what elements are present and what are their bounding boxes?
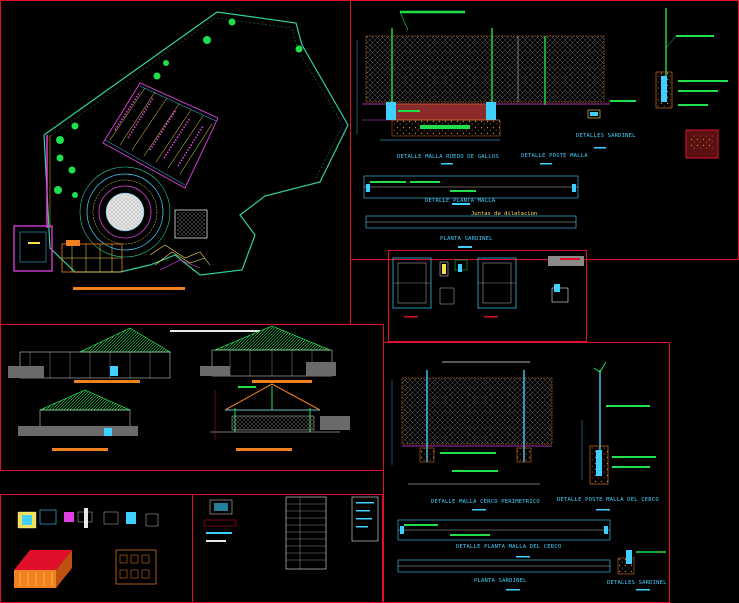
parking-rows [102, 82, 219, 189]
label-detail-fence-cockpit: DETALLE MALLA RUEDO DE GALLOS [397, 154, 499, 160]
label-sardinel-plan-bottom: PLANTA SARDINEL [474, 578, 527, 584]
label-sardinel-plan-top: PLANTA SARDINEL [440, 236, 493, 242]
label-detail-perimeter-post: DETALLE POSTE MALLA DEL CERCO [557, 497, 659, 503]
label-detail-fence-plan: DETALLE PLANTA MALLA [425, 198, 496, 204]
frame-gate-detail [388, 250, 587, 342]
cockpit-arena [79, 166, 171, 258]
label-detail-sardinel-bottom: DETALLES SARDINEL [607, 580, 667, 586]
label-expansion-joint: Juntas de dilatacion [471, 211, 538, 217]
label-detail-perimeter-plan: DETALLE PLANTA MALLA DEL CERCO [456, 544, 562, 550]
cockpit-fence-elevation [356, 10, 636, 141]
label-detail-perimeter-fence: DETALLE MALLA CERCO PERIMETRICO [431, 499, 540, 505]
perimeter-fence-plan [397, 519, 666, 575]
elevations [8, 325, 350, 451]
cockpit-fence-plan [363, 175, 579, 248]
tables-panel [203, 496, 379, 570]
cockpit-fence-post [655, 8, 728, 159]
site-plan [13, 11, 349, 290]
gate-detail [392, 256, 584, 318]
perimeter-fence-post [581, 361, 656, 485]
trees [54, 18, 303, 198]
label-detail-sardinel-top: DETALLES SARDINEL [576, 133, 636, 139]
perimeter-fence-elevation [391, 361, 553, 485]
label-detail-fence-post: DETALLE POSTE MALLA [521, 153, 588, 159]
misc-details [14, 508, 159, 588]
